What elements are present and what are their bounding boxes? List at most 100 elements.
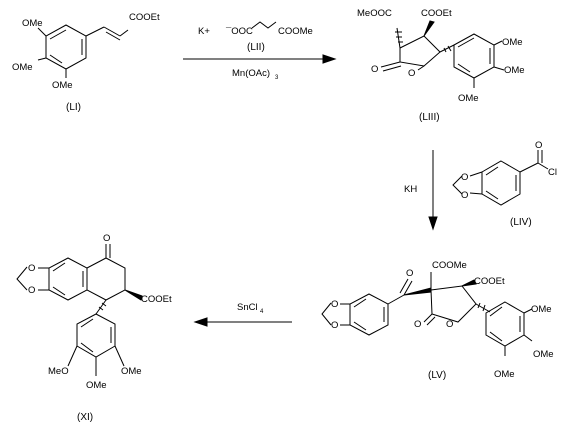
lv-double-bond [353, 298, 367, 308]
liv-bond [469, 192, 483, 195]
xi-diox-o2: O [28, 285, 35, 296]
lv-bond [523, 308, 533, 314]
lv-aryl-ring [485, 301, 525, 347]
lv-coome: COOMe [432, 260, 467, 271]
lv-double-bond [489, 306, 503, 317]
xi-double-bond [52, 286, 66, 296]
lv-double-bond [353, 321, 367, 331]
xi-aryl-ring [76, 313, 116, 358]
liii-ring-o: O [408, 68, 415, 79]
li-bond [119, 29, 129, 37]
liii-carbonyl-double [382, 65, 402, 72]
li-bond [85, 26, 105, 37]
liv-bond [469, 171, 483, 177]
liii-hashed-bond-aryl [439, 44, 455, 53]
arrow-1-head [322, 54, 337, 64]
lv-benzene-ring [349, 293, 389, 336]
liii-benzene-ring [453, 33, 495, 79]
xi-keto-o: O [103, 233, 110, 244]
liii-label: (LIII) [419, 112, 440, 123]
lv-keto-double [399, 278, 409, 294]
xi-label: (XI) [77, 412, 93, 423]
step3-reagent-sub: 4 [260, 309, 264, 315]
lv-lactone-o: O [414, 319, 421, 330]
li-alkene-bond [103, 26, 121, 37]
liii-ome-2: OMe [504, 65, 525, 76]
liv-ring-o2: O [461, 190, 468, 201]
lv-methylene [321, 302, 332, 326]
li-ome-1: OMe [22, 18, 43, 29]
xi-bond [67, 345, 78, 367]
lv-carbonyl-double [426, 316, 436, 326]
lii-chain [251, 21, 277, 29]
xi-wedge-bond [124, 289, 143, 301]
liv-cl: Cl [548, 167, 557, 178]
lii-ester-left: ¯OOC [225, 26, 253, 37]
arrow-step1: K+ ¯OOC COOMe (LII) Mn(OAc) 3 [183, 21, 337, 81]
liv-bond [519, 162, 539, 173]
step2-reagent: KH [404, 184, 417, 195]
li-double-bond [49, 54, 63, 64]
step1-reagent-sub: 3 [275, 75, 279, 81]
compound-xi: O COOEt O O MeO OMe OMe (XI) [16, 233, 172, 423]
step3-reagent: SnCl [237, 302, 258, 313]
liv-bond [537, 162, 549, 170]
liii-hashed-bond [395, 27, 403, 49]
li-double-bond [49, 29, 67, 40]
lv-lactone-ring [430, 285, 477, 323]
xi-bond [114, 345, 125, 367]
lv-keto [403, 280, 413, 296]
li-ome-3: OMe [52, 80, 73, 91]
liii-bond [417, 65, 425, 71]
liii-wedge-bond [423, 20, 435, 37]
lv-keto-o: O [406, 268, 413, 279]
li-benzene-ring [45, 24, 87, 70]
xi-ome-3: OMe [86, 380, 107, 391]
liii-carbonyl [380, 61, 401, 68]
xi-hashed-bond [95, 299, 107, 315]
liii-bond [493, 40, 503, 46]
xi-double-bond [80, 318, 94, 328]
liv-benzene-ring [481, 160, 521, 206]
lv-diox-o1: O [331, 299, 338, 310]
li-cooet: COOEt [129, 12, 160, 23]
lv-carbonyl [423, 313, 433, 323]
liv-methylene [452, 175, 463, 195]
lv-ome-3: OMe [494, 369, 515, 380]
lv-hashed-bond [475, 302, 491, 313]
li-label: (LI) [66, 102, 81, 113]
liii-double-bond [457, 63, 471, 73]
xi-cooet: COOEt [141, 294, 172, 305]
liv-double-bond [485, 166, 499, 176]
compound-lv: O O O COOMe COOEt O O OMe OMe OMe (L [321, 260, 554, 381]
lii-ester-right: COOMe [278, 26, 313, 37]
lii-label: (LII) [247, 42, 265, 53]
xi-cyclohexanone-ring [86, 257, 126, 301]
xi-methylene [16, 266, 28, 291]
arrow-3-head [193, 317, 208, 327]
xi-double-bond [52, 262, 66, 272]
step1-reagent: Mn(OAc) [232, 68, 270, 79]
lv-bond [387, 294, 405, 305]
liii-meooc: MeOOC [357, 8, 392, 19]
arrow-step2: KH O O O Cl (LIV) [404, 140, 557, 231]
liii-ome-3: OMe [458, 93, 479, 104]
liv-double-bond [485, 190, 499, 200]
lv-bond [523, 334, 533, 342]
lv-wedge-bond-2 [461, 279, 477, 287]
li-bond [37, 57, 47, 61]
lv-diox-o2: O [331, 320, 338, 331]
lv-ome-1: OMe [531, 304, 552, 315]
xi-meo-1: MeO [48, 366, 69, 377]
liii-lactone-ring [399, 35, 441, 67]
liv-label: (LIV) [510, 217, 532, 228]
liv-carbonyl-o: O [535, 140, 542, 151]
lv-double-bond [489, 331, 503, 342]
lii-k-plus: K+ [198, 26, 210, 37]
liii-cooet: COOEt [421, 8, 452, 19]
liii-bond [493, 66, 505, 71]
arrow-step3: SnCl 4 [193, 302, 292, 327]
compound-li: COOEt OMe OMe OMe (LI) [12, 12, 160, 113]
xi-ome-2: OMe [121, 366, 142, 377]
